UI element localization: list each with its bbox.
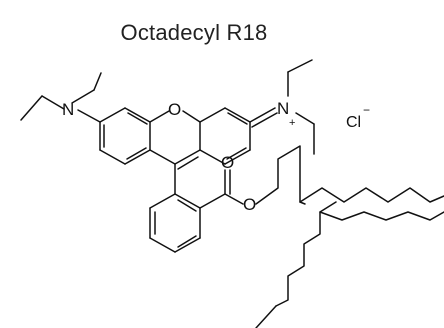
bond-double	[177, 199, 197, 212]
bond	[77, 109, 101, 123]
alkyl-chain-upper	[255, 145, 444, 205]
bond	[255, 305, 277, 328]
bond	[124, 107, 151, 123]
bond	[199, 193, 226, 209]
plus-charge: +	[289, 117, 295, 129]
bond	[149, 110, 170, 123]
bond	[124, 149, 151, 165]
bond	[99, 149, 126, 165]
atom-o-ring: O	[168, 100, 181, 119]
bond	[149, 149, 176, 165]
atom-n-left: N	[62, 100, 74, 119]
bond	[174, 149, 201, 165]
counterion-charge: −	[363, 103, 370, 117]
bond-double	[127, 112, 148, 125]
atom-o-carbonyl: O	[221, 153, 234, 172]
bond	[299, 201, 306, 205]
bond	[182, 110, 201, 123]
alkyl-chain-lower-tail	[319, 211, 444, 221]
bond	[99, 107, 126, 123]
bond	[199, 149, 226, 165]
bond	[20, 95, 43, 121]
bond	[149, 237, 176, 253]
bond	[71, 89, 95, 104]
bond	[149, 193, 176, 209]
bond	[41, 95, 65, 110]
bond	[287, 59, 313, 73]
bond	[174, 237, 201, 253]
bond-double	[227, 112, 248, 125]
atom-o-ester: O	[243, 195, 256, 214]
bond	[249, 107, 276, 123]
bond	[224, 107, 251, 123]
counterion-cl: Cl	[346, 114, 361, 131]
bond-double	[177, 235, 197, 248]
bond-double	[177, 156, 199, 170]
bond-double	[226, 147, 247, 160]
bond	[174, 193, 201, 209]
bond-double	[126, 147, 147, 160]
bond	[224, 193, 244, 205]
bond-double	[251, 112, 278, 128]
atom-n-right: N	[277, 99, 289, 118]
bond	[199, 107, 226, 123]
bond	[295, 112, 315, 125]
bond	[93, 72, 102, 91]
figure-title: Octadecyl R18	[120, 20, 268, 45]
bond-lines	[20, 59, 444, 328]
alkyl-chain-lower	[275, 201, 337, 307]
bond	[224, 149, 251, 165]
